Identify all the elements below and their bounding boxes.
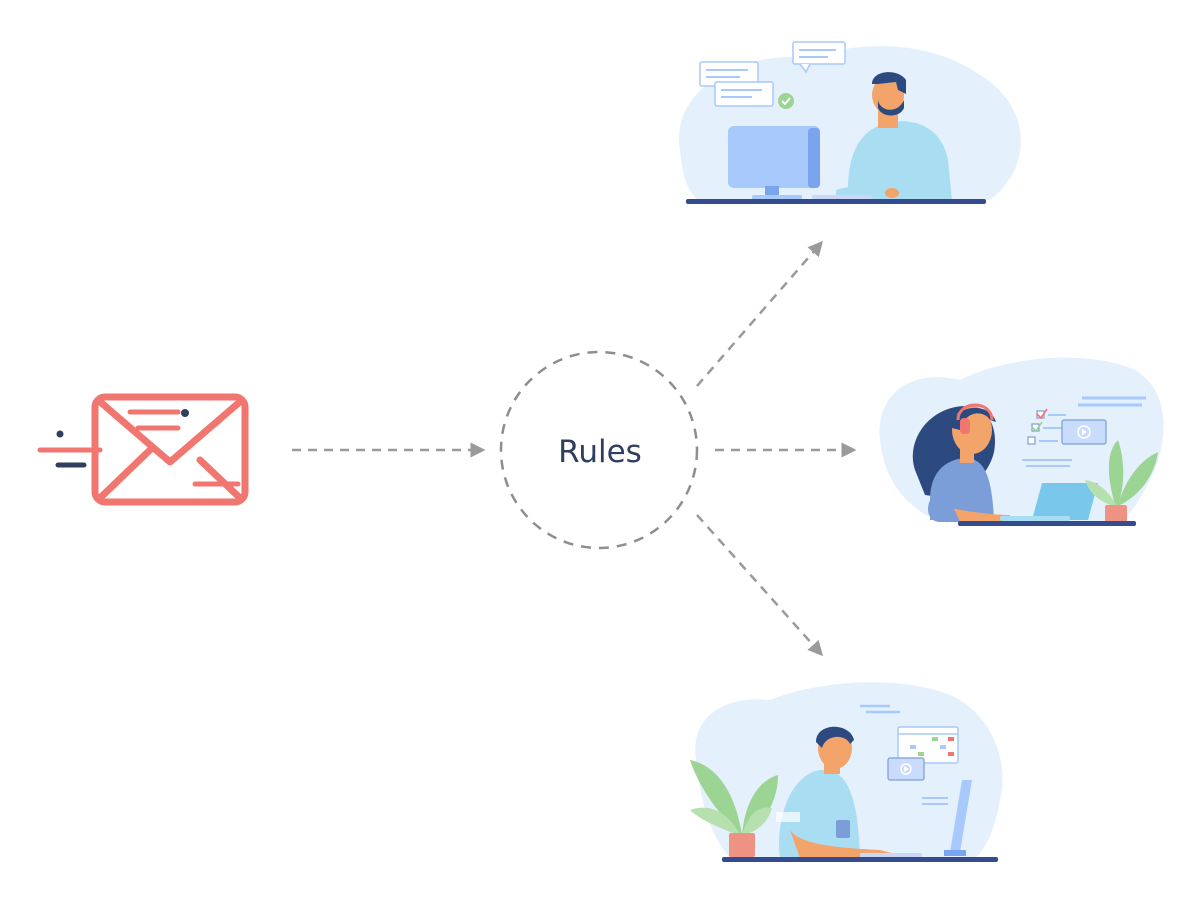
checklist-icon [1027, 408, 1066, 445]
plant-icon [690, 760, 778, 857]
rules-label: Rules [558, 434, 642, 470]
arrow-rules-to-agent-1 [696, 240, 823, 387]
agent-at-desk-with-plant-illustration [690, 682, 1003, 862]
email-envelope-icon [37, 393, 249, 506]
arrow-rules-to-agent-3 [696, 514, 823, 657]
calendar-card-icon [897, 726, 959, 764]
chat-cards-icon [699, 41, 846, 107]
video-card-icon [887, 757, 925, 781]
check-circle-icon [778, 93, 794, 109]
agent-at-desktop-illustration [679, 41, 1021, 204]
arrows [292, 240, 857, 657]
video-card-icon [1061, 419, 1107, 445]
rules-node: Rules [499, 350, 699, 550]
plant-icon [1085, 440, 1158, 522]
headset-icon [956, 403, 994, 434]
agent-with-headset-illustration [879, 357, 1164, 526]
